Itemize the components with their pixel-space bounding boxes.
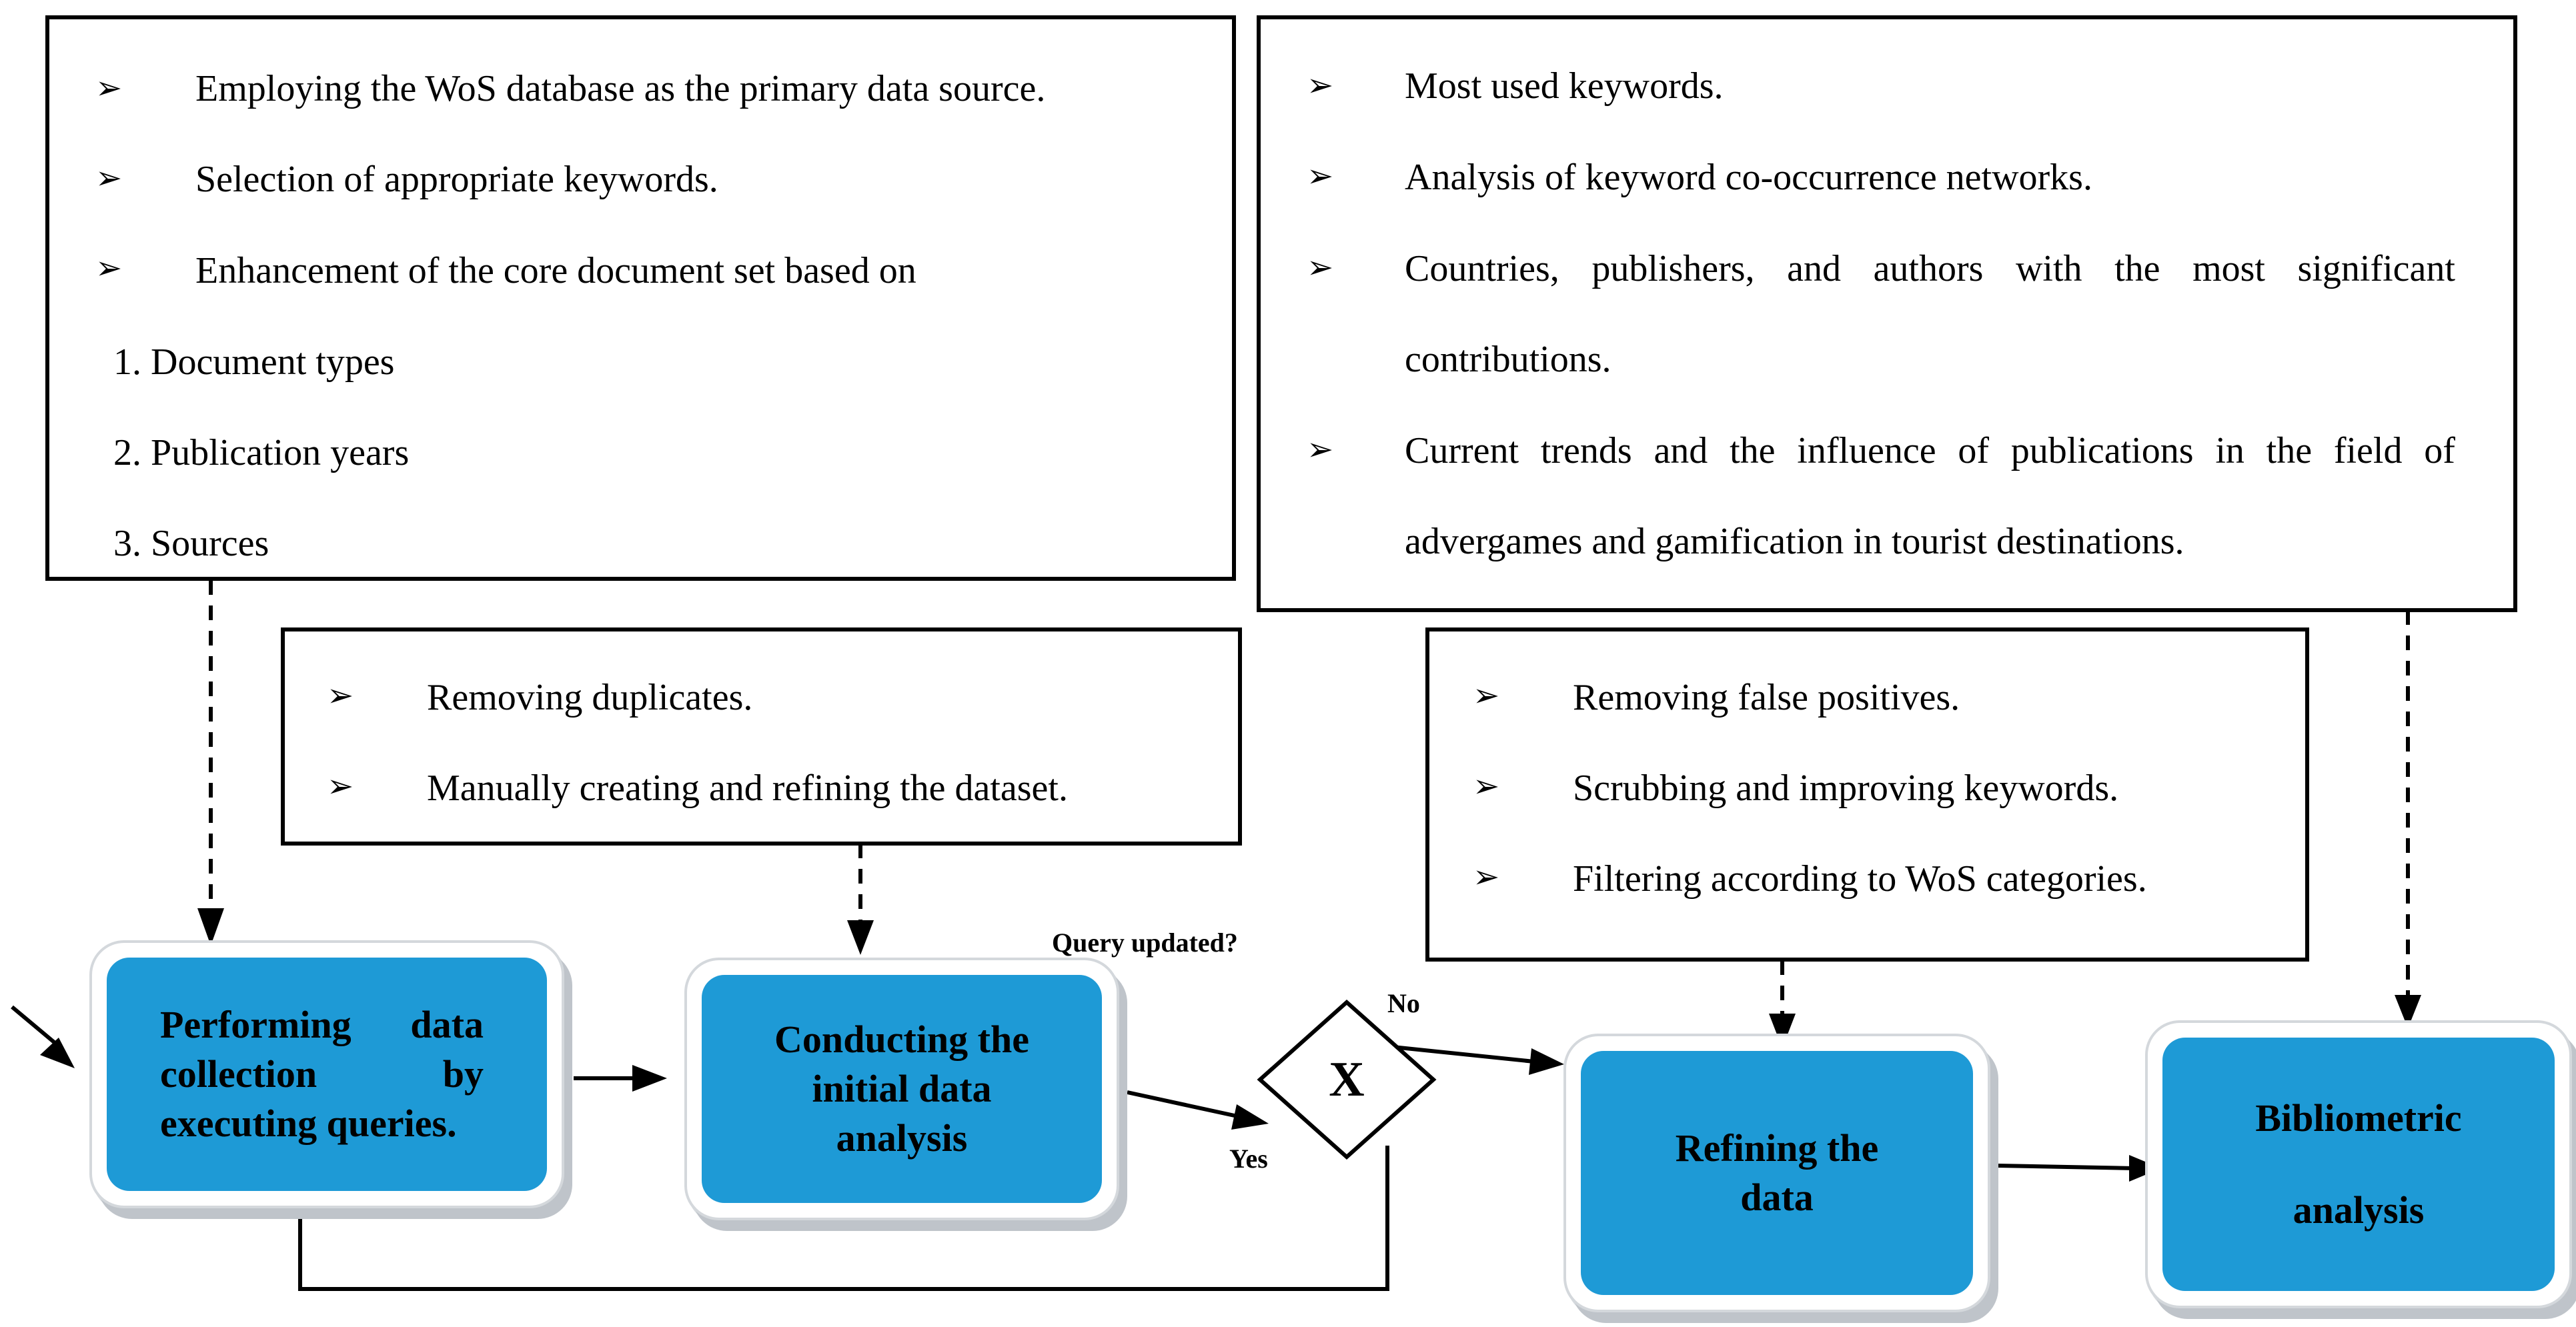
bullet-arrow-icon: ➢ [1307,250,1334,285]
bullet-arrow-icon: ➢ [95,161,123,196]
gateway-no-label: No [1387,988,1420,1018]
collection-numbered-3: 3. Sources [113,523,269,564]
collection-numbered-2: 2. Publication years [113,432,410,473]
bullet-arrow-icon: ➢ [1473,860,1500,895]
arrowhead-analysis [2395,995,2421,1028]
gateway-diamond [1257,999,1437,1160]
refine-bullet-1: Removing false positives. [1573,677,1960,718]
arrowhead-entry [40,1038,75,1068]
arrowhead-gateway [1231,1104,1269,1130]
step-refining-data[interactable]: Refining the data [1563,1034,1990,1312]
note-box-collection: ➢ Employing the WoS database as the prim… [45,15,1236,581]
step-bibliometric-analysis[interactable]: Bibliometric analysis [2145,1020,2572,1308]
bullet-arrow-icon: ➢ [327,769,354,804]
note-box-analysis: ➢ Most used keywords. ➢ Analysis of keyw… [1257,15,2517,612]
arrowhead-refine-step [1529,1048,1564,1075]
gateway-symbol: X [1329,1052,1365,1107]
gateway-question-label: Query updated? [1052,928,1238,958]
arrowhead-initial-step [632,1065,667,1092]
collection-numbered-1: 1. Document types [113,341,395,383]
refine-bullet-3: Filtering according to WoS categories. [1573,858,2147,900]
bullet-arrow-icon: ➢ [1473,678,1500,714]
step-initial-analysis-label: Conducting the initial data analysis [702,975,1102,1203]
arrow-initial-to-gateway [1127,1090,1241,1119]
arrow-refine-to-analysis [1997,1164,2135,1170]
bullet-arrow-icon: ➢ [1307,68,1334,103]
bullet-arrow-icon: ➢ [95,71,123,106]
arrow-gateway-no [1392,1045,1535,1064]
arrowhead-refine [1769,1014,1796,1048]
arrowhead-loop [287,1199,313,1218]
bullet-arrow-icon: ➢ [327,678,354,714]
step-refining-data-label: Refining the data [1581,1051,1973,1295]
bullet-arrow-icon: ➢ [1307,432,1334,467]
note-box-refine: ➢ Removing false positives. ➢ Scrubbing … [1425,627,2309,962]
analysis-bullet-1: Most used keywords. [1405,65,1724,107]
collection-bullet-2: Selection of appropriate keywords. [195,159,718,200]
step-bibliometric-analysis-label: Bibliometric analysis [2162,1038,2555,1291]
collection-bullet-1: Employing the WoS database as the primar… [195,68,1046,109]
step-initial-analysis[interactable]: Conducting the initial data analysis [684,958,1119,1220]
analysis-bullet-2: Analysis of keyword co-occurrence networ… [1405,157,2092,198]
collection-bullet-3: Enhancement of the core document set bas… [195,250,916,291]
refine-bullet-2: Scrubbing and improving keywords. [1573,768,2119,809]
initial-bullet-2: Manually creating and refining the datas… [427,768,1068,809]
arrowhead-collection [197,908,224,946]
initial-bullet-1: Removing duplicates. [427,677,753,718]
analysis-bullet-4-continuation: advergames and gamification in tourist d… [1405,521,2184,562]
entry-arrow [11,1005,63,1050]
gateway-yes-label: Yes [1229,1144,1268,1174]
analysis-bullet-3-continuation: contributions. [1405,339,1612,380]
arrowhead-initial [847,920,874,955]
note-box-initial: ➢ Removing duplicates. ➢ Manually creati… [281,627,1242,846]
loop-back-yes [298,1146,1389,1291]
bullet-arrow-icon: ➢ [1473,769,1500,804]
bullet-arrow-icon: ➢ [1307,159,1334,194]
bullet-arrow-icon: ➢ [95,251,123,286]
